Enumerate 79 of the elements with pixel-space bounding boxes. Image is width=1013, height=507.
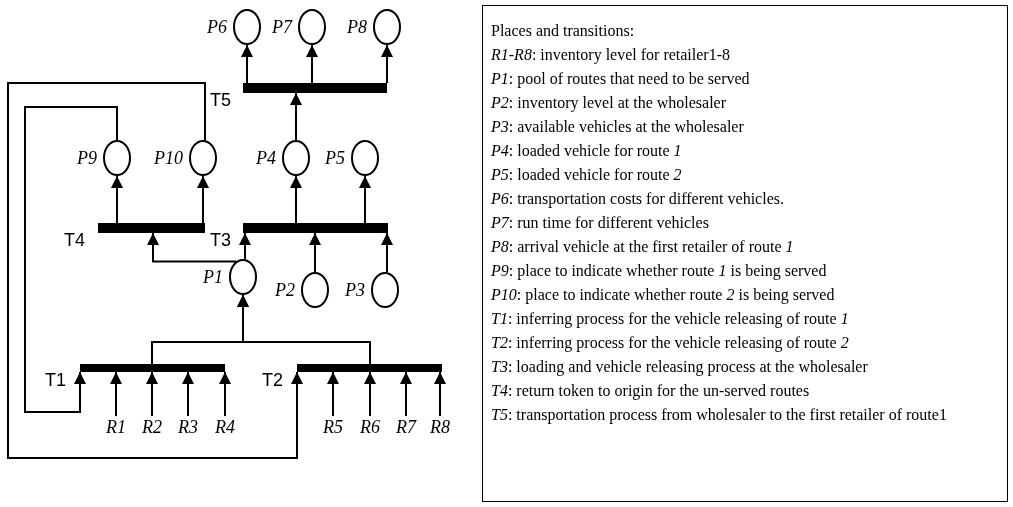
arc-arrow [146, 371, 158, 417]
transition-label: T2 [262, 370, 283, 390]
legend-entry: P8: arrival vehicle at the first retailer of route 1 [491, 237, 795, 257]
legend-entry: T3: loading and vehicle releasing process at the wholesaler [491, 357, 869, 378]
arc-arrow [7, 82, 303, 459]
transition-bar [243, 223, 388, 233]
legend-entry: P1: pool of routes that need to be served [491, 69, 751, 90]
arc-arrow [237, 294, 371, 365]
place-circle [103, 140, 131, 176]
transition-bar [243, 83, 387, 93]
place-circle [301, 272, 329, 308]
legend-entry: P5: loaded vehicle for route 2 [491, 165, 683, 185]
arc-arrow [309, 232, 321, 273]
transition-label: T4 [64, 230, 85, 250]
legend-entry: R1-R8: inventory level for retailer1-8 [491, 45, 731, 66]
legend-entry: P2: inventory level at the wholesaler [491, 93, 728, 114]
arc-arrow [241, 44, 253, 84]
legend-entry: T5: transportation process from wholesaler to the first retailer of route1 [491, 405, 948, 426]
arc-arrow [239, 232, 251, 261]
retailer-label: R8 [426, 416, 454, 438]
arc-arrow [147, 232, 237, 263]
arc-arrow [197, 175, 209, 224]
place-label: P2 [275, 280, 295, 300]
legend-entry: P7: run time for different vehicles [491, 213, 710, 233]
place-circle [282, 140, 310, 176]
arc-arrow [219, 371, 231, 417]
arc-arrow [434, 371, 446, 417]
transition-bar [297, 364, 442, 372]
retailer-label: R1 [102, 416, 130, 438]
arc-arrow [364, 371, 376, 417]
legend-heading: Places and transitions: [491, 21, 636, 41]
place-label: P10 [154, 148, 183, 168]
arc-arrow [110, 371, 122, 417]
transition-bar [80, 364, 225, 372]
retailer-label: R6 [356, 416, 384, 438]
retailer-label: R4 [211, 416, 239, 438]
place-circle [373, 9, 401, 45]
place-circle [233, 9, 261, 45]
legend-entry: P6: transportation costs for different vehicles. [491, 189, 785, 210]
place-label: P9 [77, 148, 97, 168]
legend-entry: T2: inferring process for the vehicle releasing of route 2 [491, 333, 850, 354]
retailer-label: R7 [392, 416, 420, 438]
arc-arrow [182, 371, 194, 417]
legend-box [482, 5, 1008, 502]
place-label: P6 [207, 17, 227, 37]
place-label: P8 [347, 17, 367, 37]
legend-entry: P9: place to indicate whether route 1 is being served [491, 261, 828, 282]
transition-label: T1 [45, 370, 66, 390]
transition-bar [98, 223, 205, 233]
legend-entry: T1: inferring process for the vehicle releasing of route 1 [491, 309, 850, 330]
place-label: P1 [203, 267, 223, 287]
retailer-label: R5 [319, 416, 347, 438]
arc-arrow [359, 175, 371, 224]
arc-arrow [400, 371, 412, 417]
retailer-label: R2 [138, 416, 166, 438]
transition-label: T3 [210, 230, 231, 250]
arc-arrow [290, 175, 302, 224]
retailer-label: R3 [174, 416, 202, 438]
place-circle [351, 140, 379, 176]
place-label: P5 [325, 148, 345, 168]
arc-arrow [306, 44, 318, 84]
place-label: P4 [256, 148, 276, 168]
arc-arrow [111, 175, 123, 224]
place-circle [189, 140, 217, 176]
place-circle [371, 272, 399, 308]
legend-entry: P4: loaded vehicle for route 1 [491, 141, 683, 161]
legend-entry: P10: place to indicate whether route 2 is being served [491, 285, 836, 306]
legend-entry: T4: return token to origin for the un-served routes [491, 381, 811, 402]
place-label: P7 [272, 17, 292, 37]
place-label: P3 [345, 280, 365, 300]
legend-entry: P3: available vehicles at the wholesaler [491, 117, 745, 137]
arc-arrow [290, 92, 302, 141]
arc-arrow [24, 106, 118, 413]
arc-arrow [381, 44, 393, 84]
arc-arrow [381, 232, 393, 274]
place-circle [298, 9, 326, 45]
arc-arrow [327, 371, 339, 417]
transition-label: T5 [210, 90, 231, 110]
place-circle [229, 259, 257, 295]
